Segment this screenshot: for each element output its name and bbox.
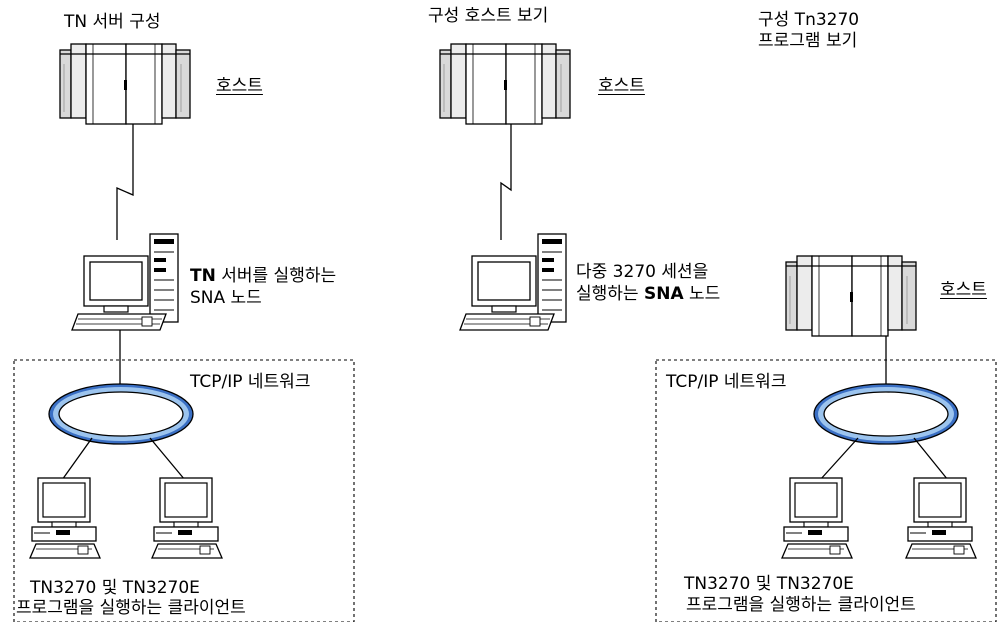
left-host-link (116, 124, 134, 240)
left-host-label: 호스트 (216, 76, 263, 96)
left-sna-node-label-line2: SNA 노드 (190, 288, 262, 308)
left-section-title: TN 서버 구성 (64, 12, 161, 32)
middle-sna-node-label-pre: 실행하는 (576, 284, 644, 304)
left-section (13, 43, 355, 622)
left-clients-label-line2: 프로그램을 실행하는 클라이언트 (16, 598, 246, 618)
middle-sna-node-label-line2: 실행하는 SNA 노드 (576, 284, 720, 304)
middle-section (439, 43, 571, 331)
middle-sna-node-workstation (459, 233, 567, 331)
left-client-pc-2 (151, 477, 223, 559)
right-clients-label-line2: 프로그램을 실행하는 클라이언트 (686, 595, 916, 615)
right-client-link-1 (819, 437, 859, 481)
left-client-link-2 (149, 437, 186, 481)
middle-host-link (500, 124, 512, 240)
left-sna-node-label-line1: TN 서버를 실행하는 (190, 266, 336, 286)
left-client-pc-1 (29, 477, 101, 559)
right-client-pc-2 (905, 477, 977, 559)
left-network-label: TCP/IP 네트워크 (190, 372, 311, 392)
right-network-boundary (655, 359, 997, 622)
left-network-boundary (13, 359, 355, 622)
middle-host-label: 호스트 (598, 76, 645, 96)
right-section-title-line1: 구성 Tn3270 (758, 10, 860, 30)
right-network-label: TCP/IP 네트워크 (666, 372, 787, 392)
right-client-link-2 (913, 437, 949, 481)
left-host-mainframe (59, 43, 191, 125)
right-section (655, 255, 997, 622)
right-section-title-line2: 프로그램 보기 (758, 31, 858, 51)
right-host-mainframe (785, 255, 917, 337)
middle-sna-node-label-post: 노드 (683, 284, 721, 304)
middle-section-title: 구성 호스트 보기 (428, 6, 549, 26)
left-sna-node-label-rest: 서버를 실행하는 (215, 266, 337, 286)
middle-sna-node-label-line1: 다중 3270 세션을 (576, 262, 709, 282)
left-clients-label-line1: TN3270 및 TN3270E (30, 578, 200, 598)
left-sna-node-label-bold: TN (190, 266, 216, 286)
middle-host-mainframe (439, 43, 571, 125)
left-client-link-1 (61, 437, 93, 481)
left-tcpip-ring (48, 383, 194, 445)
right-clients-label-line1: TN3270 및 TN3270E (684, 574, 854, 594)
right-client-pc-1 (781, 477, 853, 559)
right-host-label: 호스트 (940, 280, 987, 300)
left-sna-node-workstation (71, 233, 179, 331)
right-tcpip-ring (813, 383, 959, 445)
middle-sna-node-label-bold: SNA (643, 284, 684, 304)
